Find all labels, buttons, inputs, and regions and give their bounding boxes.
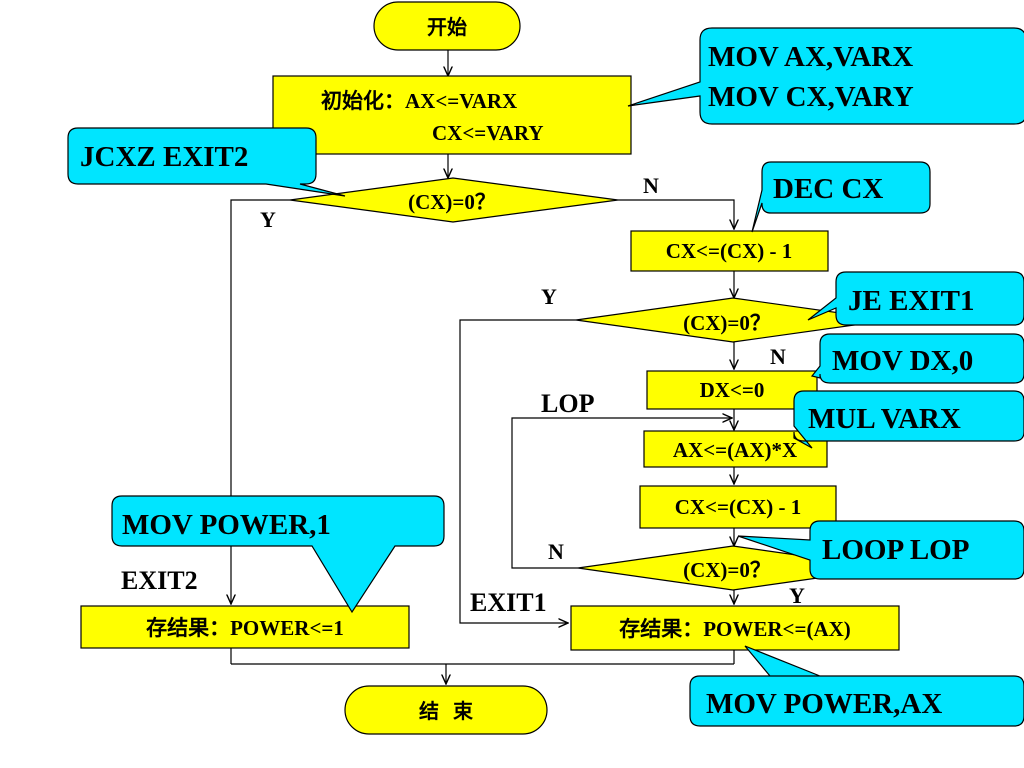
dx-label: DX<=0 xyxy=(700,378,765,402)
test3-label: (CX)=0？ xyxy=(683,558,771,582)
label-y3: Y xyxy=(789,583,805,608)
callout-movpow1-label: MOV POWER,1 xyxy=(122,509,331,541)
init-line-2: CX<=VARY xyxy=(432,121,543,145)
flow-test1-yes xyxy=(231,199,290,604)
label-lop: LOP xyxy=(541,389,595,418)
callout-movdx: MOV DX,0 xyxy=(810,333,1024,384)
flow-labels: N Y Y N LOP N Y EXIT2 EXIT1 xyxy=(121,173,805,617)
connectors xyxy=(231,50,734,684)
callout-je-label: JE EXIT1 xyxy=(848,285,975,317)
callout-movpowax: MOV POWER,AX xyxy=(689,645,1024,727)
label-n1: N xyxy=(643,173,659,198)
callout-dec: DEC CX xyxy=(751,161,931,233)
callouts: MOV AX,VARX MOV CX,VARY JCXZ EXIT2 DEC C… xyxy=(67,27,1024,727)
dec1-label: CX<=(CX) - 1 xyxy=(666,239,793,263)
callout-movpow1: MOV POWER,1 xyxy=(111,495,445,614)
callout-mov-init-line-1: MOV AX,VARX xyxy=(708,41,913,73)
flow-test1-no xyxy=(618,199,734,229)
mul-box: AX<=(AX)*X xyxy=(643,430,828,468)
flow-loop-back-lop xyxy=(511,418,732,569)
dec2-box: CX<=(CX) - 1 xyxy=(639,485,837,529)
test1-diamond: (CX)=0？ xyxy=(289,177,619,223)
callout-jcxz-label: JCXZ EXIT2 xyxy=(80,141,248,173)
callout-mul-label: MUL VARX xyxy=(808,403,961,435)
test2-label: (CX)=0？ xyxy=(683,311,771,335)
end-node: 结 束 xyxy=(344,685,548,735)
start-label: 开始 xyxy=(427,15,467,39)
label-exit2: EXIT2 xyxy=(121,566,198,595)
init-box: 初始化：AX<=VARX CX<=VARY xyxy=(272,75,632,155)
store1-label: 存结果：POWER<=1 xyxy=(146,616,344,640)
label-n3: N xyxy=(548,539,564,564)
start-node: 开始 xyxy=(373,1,521,51)
dec2-label: CX<=(CX) - 1 xyxy=(675,495,802,519)
label-n2: N xyxy=(770,344,786,369)
label-exit1: EXIT1 xyxy=(470,588,547,617)
callout-movpowax-label: MOV POWER,AX xyxy=(706,688,942,720)
callout-loop: LOOP LOP xyxy=(737,520,1024,580)
dec1-box: CX<=(CX) - 1 xyxy=(630,230,829,272)
label-y1: Y xyxy=(260,207,276,232)
init-line-1: 初始化：AX<=VARX xyxy=(321,89,517,113)
test2-diamond: (CX)=0？ xyxy=(575,297,891,343)
callout-jcxz: JCXZ EXIT2 xyxy=(67,127,346,197)
end-label: 结 束 xyxy=(419,699,474,723)
mul-label: AX<=(AX)*X xyxy=(673,438,797,462)
callout-je: JE EXIT1 xyxy=(807,271,1024,326)
dx-box: DX<=0 xyxy=(646,370,818,410)
test1-label: (CX)=0？ xyxy=(408,190,496,214)
callout-mul: MUL VARX xyxy=(793,390,1024,449)
label-y2: Y xyxy=(541,284,557,309)
callout-movdx-label: MOV DX,0 xyxy=(832,345,973,377)
callout-dec-label: DEC CX xyxy=(773,173,883,205)
callout-mov-init: MOV AX,VARX MOV CX,VARY xyxy=(627,27,1024,125)
callout-loop-label: LOOP LOP xyxy=(822,534,969,566)
store2-label: 存结果：POWER<=(AX) xyxy=(619,617,851,641)
callout-mov-init-line-2: MOV CX,VARY xyxy=(708,81,914,113)
store2-box: 存结果：POWER<=(AX) xyxy=(570,605,900,651)
store1-box: 存结果：POWER<=1 xyxy=(80,605,410,649)
flow-test2-yes xyxy=(459,319,576,623)
